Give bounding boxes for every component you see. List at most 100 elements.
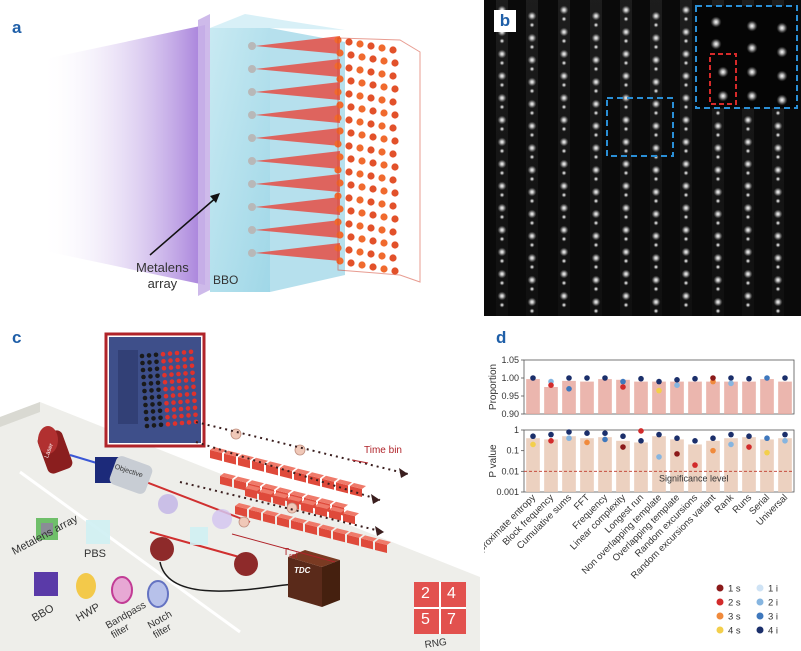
photon-dot bbox=[358, 157, 366, 165]
inset-cube-dot bbox=[193, 412, 198, 418]
photon-dot bbox=[367, 42, 375, 50]
metalens-label-line1: Metalens bbox=[136, 260, 189, 275]
photon-spot-pair bbox=[593, 264, 599, 270]
photon-spot-pair bbox=[715, 154, 721, 160]
time-bin-block-top bbox=[249, 506, 265, 513]
pvalue-bar bbox=[670, 439, 684, 492]
photon-beam bbox=[255, 128, 340, 146]
bottom-ytick-label: 0.001 bbox=[496, 487, 519, 497]
photon-spot-pair bbox=[593, 132, 599, 138]
inset-spot bbox=[776, 94, 788, 106]
inset-cube-dot bbox=[168, 358, 173, 363]
photon-spot-pair bbox=[561, 258, 567, 264]
inset-cube-dot bbox=[154, 359, 159, 365]
time-bin-block bbox=[259, 491, 271, 503]
inset-cube-dot bbox=[185, 399, 190, 404]
time-bin-block-top bbox=[319, 524, 335, 531]
photon-spot bbox=[497, 159, 507, 169]
panel-letter-b: b bbox=[494, 10, 516, 32]
photon-dot bbox=[391, 85, 399, 93]
inset-cube-dot bbox=[179, 413, 184, 419]
time-bin-block bbox=[238, 457, 250, 469]
legend-marker bbox=[756, 584, 764, 592]
photon-spot-pair bbox=[745, 302, 751, 308]
pvalue-marker bbox=[566, 429, 572, 435]
photon-spot-pair bbox=[745, 170, 751, 176]
inset-cube-dot bbox=[144, 416, 149, 422]
photon-dot bbox=[389, 176, 397, 184]
inset-cube-dot bbox=[144, 423, 150, 429]
photon-spot bbox=[713, 121, 723, 131]
photon-spot-pair bbox=[623, 126, 629, 132]
pvalue-marker bbox=[656, 431, 662, 438]
photon-spot-pair bbox=[715, 220, 721, 226]
photon-spot bbox=[497, 291, 507, 301]
panel-letter-b-text: b bbox=[499, 11, 511, 30]
inset-cube-dot bbox=[150, 409, 156, 414]
photon-spot bbox=[621, 291, 631, 301]
inset-cube-dot bbox=[182, 364, 188, 369]
inset-cube-dot bbox=[154, 366, 160, 372]
proportion-marker bbox=[620, 378, 626, 385]
legend-label: 1 i bbox=[768, 584, 778, 595]
time-bin-block-top bbox=[291, 517, 307, 524]
photon-spot-pair bbox=[529, 110, 535, 116]
photon-dot bbox=[336, 179, 344, 187]
inset-cube-dot bbox=[161, 365, 167, 371]
photon-dot bbox=[391, 137, 399, 145]
photon-spot bbox=[527, 297, 537, 307]
photon-spot-pair bbox=[653, 22, 659, 28]
inset-cube-dot bbox=[165, 421, 171, 427]
photon-spot-pair bbox=[683, 236, 689, 242]
photon-spot-pair bbox=[683, 258, 689, 264]
photon-spot bbox=[681, 115, 691, 125]
inset-cube-dot bbox=[170, 393, 176, 398]
pvalue-bar bbox=[652, 436, 666, 492]
metalens-element bbox=[248, 180, 256, 188]
inset-cube-dot bbox=[151, 416, 156, 421]
time-bin-block-top bbox=[220, 473, 236, 479]
photon-spot bbox=[651, 121, 661, 131]
inset-cube-dot bbox=[147, 367, 153, 372]
proportion-marker bbox=[728, 380, 734, 387]
inset-cube-dot bbox=[171, 400, 176, 405]
time-bin-block bbox=[291, 520, 303, 532]
inset-cube-dot bbox=[181, 350, 187, 355]
photon-spot-pair bbox=[683, 192, 689, 198]
photon-dot bbox=[367, 224, 375, 232]
photon-beam bbox=[255, 36, 340, 54]
inset-cube-dot bbox=[162, 379, 168, 385]
metalens-element bbox=[248, 157, 256, 165]
photon-spot bbox=[713, 275, 723, 285]
photon-spot-pair bbox=[529, 220, 535, 226]
photon-beam bbox=[255, 105, 340, 123]
inset-cube-dot bbox=[158, 422, 164, 428]
photon-spot-pair bbox=[593, 66, 599, 72]
photon-dot bbox=[336, 127, 344, 135]
inset-cube-dot bbox=[148, 381, 154, 386]
photon-spot-pair bbox=[683, 82, 689, 88]
legend-label: 4 s bbox=[728, 626, 741, 637]
time-bin-block bbox=[224, 453, 236, 465]
photon-dot bbox=[347, 155, 355, 163]
inset-cube-dot bbox=[156, 394, 162, 400]
photon-spot-pair bbox=[561, 104, 567, 110]
photon-dot bbox=[367, 198, 375, 206]
tref-main: T bbox=[283, 547, 290, 558]
pvalue-bar bbox=[760, 439, 774, 492]
photon-spot bbox=[651, 99, 661, 109]
metalens-element bbox=[248, 88, 256, 96]
time-bin-block-top bbox=[245, 485, 261, 491]
legend-pbs-icon bbox=[86, 520, 110, 544]
inset-cube-dot bbox=[142, 388, 147, 394]
inset-cube-dot bbox=[176, 371, 181, 377]
inset-cube-dot bbox=[167, 351, 173, 356]
photon-dot bbox=[369, 133, 377, 141]
time-bin-block-top bbox=[277, 513, 293, 520]
photon-spot-pair bbox=[529, 264, 535, 270]
photon-spot bbox=[651, 209, 661, 219]
pvalue-marker bbox=[548, 431, 554, 438]
pvalue-bar bbox=[562, 436, 576, 492]
table-outline bbox=[19, 470, 241, 634]
legend-marker bbox=[756, 598, 764, 606]
